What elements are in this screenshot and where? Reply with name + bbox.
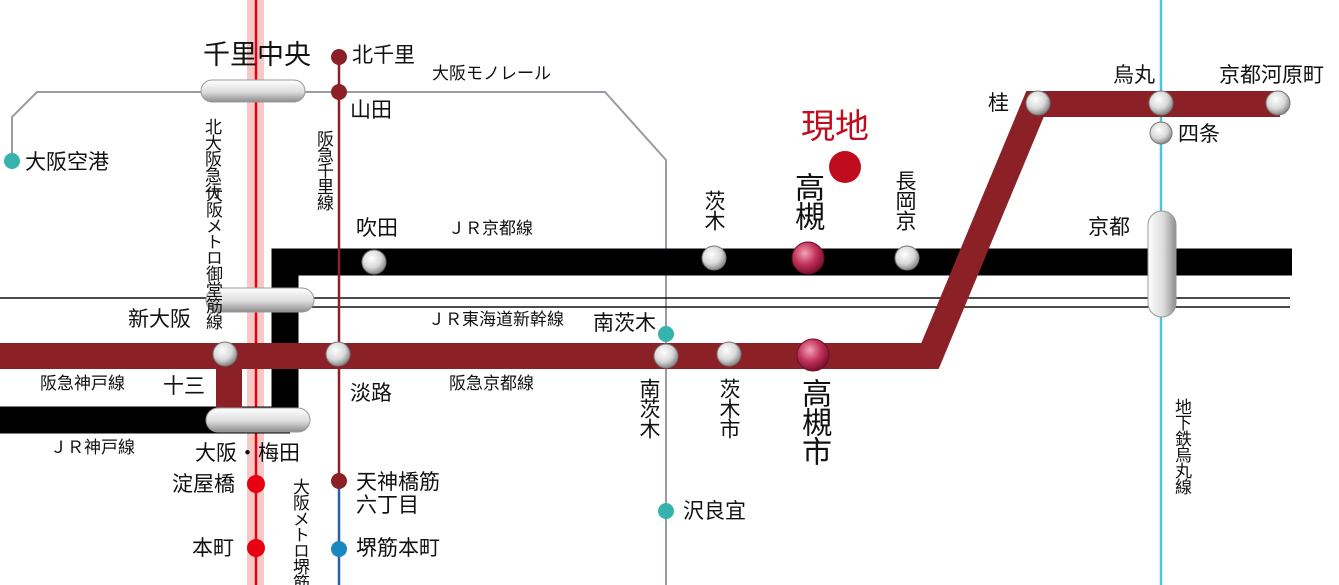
- label-jr-kyoto: ＪＲ京都線: [448, 219, 533, 239]
- station-juso: [212, 341, 238, 367]
- station-takatsuki-shi: [796, 338, 830, 372]
- station-shijo: [1149, 121, 1173, 145]
- label-honmachi: 本町: [192, 536, 234, 560]
- label-monorail: 大阪モノレール: [432, 64, 551, 84]
- station-takatsuki: [791, 241, 825, 275]
- label-midosuji: 大阪メトロ御堂筋線: [202, 185, 222, 329]
- station-suita: [361, 249, 387, 275]
- label-shin-osaka: 新大阪: [128, 307, 191, 331]
- station-osaka-airport: [4, 153, 20, 169]
- label-takatsuki-shi: 高槻市: [796, 378, 831, 465]
- label-sawaragi: 沢良宜: [683, 499, 746, 523]
- station-karasuma: [1148, 90, 1174, 116]
- label-katsura: 桂: [988, 91, 1009, 115]
- label-minami-ibaraki: 南茨木: [637, 378, 661, 438]
- label-suita: 吹田: [356, 216, 398, 240]
- station-awaji: [325, 341, 351, 367]
- label-senri: 阪急千里線: [313, 130, 333, 210]
- station-katsura: [1025, 90, 1051, 116]
- label-kita-osaka: 北大阪急行: [201, 118, 221, 198]
- station-nagaokakyo: [894, 245, 920, 271]
- current-location-marker: [829, 151, 861, 183]
- hankyu-kobe-line: [216, 356, 242, 416]
- label-kawaramachi: 京都河原町: [1219, 63, 1324, 87]
- label-hankyu-kyoto: 阪急京都線: [449, 374, 534, 394]
- station-kita-senri: [331, 49, 347, 65]
- station-sawaragi: [658, 503, 674, 519]
- label-karasuma-line: 地下鉄烏丸線: [1171, 398, 1191, 494]
- label-nagaokakyo: 長岡京: [893, 170, 917, 230]
- label-ibaraki: 茨木: [702, 190, 726, 230]
- station-honmachi: [247, 539, 265, 557]
- station-kawaramachi: [1265, 90, 1291, 116]
- label-hankyu-kobe: 阪急神戸線: [40, 374, 125, 394]
- label-kyoto: 京都: [1088, 215, 1130, 239]
- monorail-line: [11, 91, 667, 585]
- station-minami-ibaraki-mono: [658, 326, 674, 342]
- station-minami-ibaraki: [653, 343, 679, 369]
- station-sakaisuji-honmachi: [331, 541, 347, 557]
- station-yamada: [331, 84, 347, 100]
- label-jr-kobe: ＪＲ神戸線: [50, 438, 135, 458]
- kyoto-interchange: [1147, 210, 1177, 318]
- label-juso: 十三: [163, 374, 205, 398]
- label-kita-senri: 北千里: [352, 43, 415, 67]
- station-tenjinbashi: [331, 473, 347, 489]
- label-senri-chuo: 千里中央: [203, 40, 311, 71]
- senri-chuo-interchange: [200, 79, 306, 103]
- label-awaji: 淡路: [350, 381, 392, 405]
- label-sakaisuji-honmachi: 堺筋本町: [356, 536, 440, 560]
- label-osaka-airport: 大阪空港: [25, 150, 109, 174]
- label-shijo: 四条: [1178, 122, 1220, 146]
- current-location-label: 現地: [801, 107, 869, 147]
- label-yamada: 山田: [350, 98, 392, 122]
- label-minami-ibaraki-mono: 南茨木: [593, 311, 656, 335]
- station-ibaraki-shi: [716, 341, 742, 367]
- label-umeda: 大阪・梅田: [195, 441, 300, 465]
- station-yodoyabashi: [247, 475, 265, 493]
- shin-osaka-interchange: [205, 287, 315, 313]
- label-shinkansen: ＪＲ東海道新幹線: [428, 310, 564, 330]
- label-ibaraki-shi: 茨木市: [717, 378, 741, 438]
- label-yodoyabashi: 淀屋橋: [172, 472, 235, 496]
- station-ibaraki: [701, 245, 727, 271]
- label-tenjinbashi: 天神橋筋 六丁目: [356, 470, 440, 518]
- label-karasuma: 烏丸: [1113, 63, 1155, 87]
- label-takatsuki: 高槻: [789, 172, 824, 230]
- jr-kyoto-line: [271, 248, 1292, 420]
- label-sakaisuji: 大阪メトロ堺筋線: [289, 478, 309, 585]
- umeda-interchange: [205, 407, 311, 433]
